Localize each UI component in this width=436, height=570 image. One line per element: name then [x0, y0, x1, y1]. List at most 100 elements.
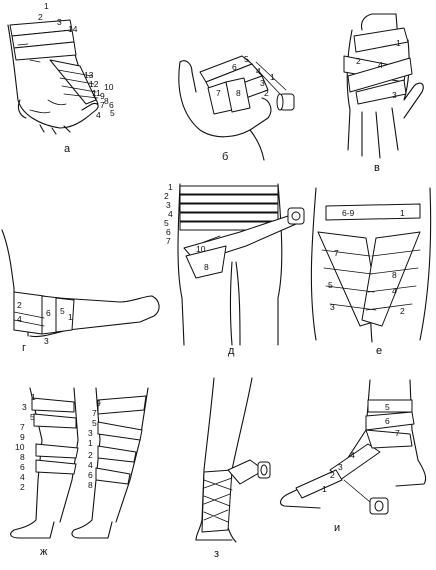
turn-label: 4: [256, 66, 261, 76]
turn-label: 14: [68, 24, 78, 34]
bandage-turns: [343, 27, 413, 105]
turn-label: 2: [20, 482, 25, 492]
turn-label: 4: [96, 110, 101, 120]
bandage-turns: [31, 395, 147, 485]
turn-label: 2: [17, 300, 22, 310]
panel-a-labels: 1 2 3 14 13 12 11 10 9 8 7 6 5 4: [38, 1, 115, 120]
turn-label: 4: [392, 286, 397, 296]
turn-label: 7: [334, 248, 339, 258]
turn-label: 5: [328, 280, 333, 290]
panel-zh-labels: 1 3 5 7 9 10 8 6 4 2 9 7 5 3 1 2 4 6 8: [15, 392, 101, 492]
turn-label: 2: [38, 12, 43, 22]
panel-i: 5 6 7 4 3 2 1 и: [279, 379, 427, 534]
turn-label: 4: [168, 209, 173, 219]
turn-label: 1: [400, 208, 405, 218]
panel-b: 6 5 4 3 2 1 7 8 б: [178, 54, 295, 163]
turn-label: 2: [88, 450, 93, 460]
turn-label: 5: [164, 218, 169, 228]
turn-label: 10: [196, 244, 206, 254]
turn-label: 11: [92, 88, 101, 98]
turn-label: 2: [356, 56, 361, 66]
turn-label: 6: [232, 62, 237, 72]
panel-caption: г: [22, 342, 26, 354]
turn-label: 6-9: [342, 208, 355, 218]
turn-label: 7: [100, 100, 105, 110]
turn-label: 4: [378, 60, 383, 70]
panel-e-labels: 6-9 1 7 5 3 8 4 2: [328, 208, 405, 316]
panel-caption: д: [228, 345, 235, 357]
panel-caption: е: [376, 345, 382, 357]
panel-d-labels: 1 2 3 4 5 6 7 10 8: [164, 182, 209, 272]
turn-label: 9: [100, 91, 105, 101]
turn-label: 4: [20, 472, 25, 482]
bandage-roll: [343, 479, 389, 515]
turn-label: 7: [216, 88, 221, 98]
turn-label: 3: [88, 428, 93, 438]
turn-label: 1: [31, 392, 36, 402]
turn-label: 1: [396, 38, 401, 48]
bandage-turns: [9, 19, 99, 105]
turn-label: 8: [104, 96, 109, 106]
bandage-turns: [295, 399, 415, 499]
panel-v-labels: 1 2 4 3: [356, 38, 401, 100]
turn-label: 3: [260, 78, 265, 88]
panel-zh: 1 3 5 7 9 10 8 6 4 2 9 7 5 3 1 2 4 6 8 ж: [10, 387, 149, 558]
turn-label: 8: [20, 452, 25, 462]
turn-label: 2: [330, 470, 335, 480]
turn-label: 6: [88, 470, 93, 480]
panel-i-labels: 5 6 7 4 3 2 1: [322, 402, 400, 494]
turn-label: 4: [17, 314, 22, 324]
turn-label: 3: [392, 90, 397, 100]
turn-label: 3: [44, 336, 49, 346]
turn-label: 1: [322, 484, 327, 494]
panel-a: 1 2 3 14 13 12 11 10 9 8 7 6 5 4 а: [7, 1, 115, 155]
turn-label: 10: [15, 442, 25, 452]
turn-label: 7: [92, 408, 97, 418]
turn-label: 4: [88, 460, 93, 470]
torso-outline: [177, 183, 283, 346]
bandage-roll: [287, 207, 305, 225]
turn-label: 8: [204, 262, 209, 272]
turn-label: 3: [338, 462, 343, 472]
turn-label: 2: [400, 306, 405, 316]
panel-caption: в: [374, 162, 380, 174]
panel-caption: з: [214, 548, 219, 560]
panel-caption: б: [222, 151, 228, 163]
turn-label: 1: [168, 182, 173, 192]
bandage-turns: [201, 459, 265, 533]
hand-outline: [178, 60, 272, 161]
panel-b-labels: 6 5 4 3 2 1 7 8: [216, 54, 275, 98]
panel-e: 6-9 1 7 5 3 8 4 2 е: [310, 187, 432, 357]
turn-label: 3: [330, 302, 335, 312]
turn-label: 5: [30, 412, 35, 422]
turn-label: 5: [244, 54, 249, 64]
turn-label: 5: [60, 306, 65, 316]
turn-label: 12: [89, 79, 99, 89]
turn-label: 7: [395, 428, 400, 438]
bandage-roll: [276, 93, 295, 111]
bandage-turns: [13, 291, 75, 335]
turn-label: 6: [166, 227, 171, 237]
bandage-roll: [257, 461, 271, 479]
panel-z: з: [195, 377, 271, 560]
panel-caption: и: [334, 522, 340, 534]
turn-label: 1: [68, 312, 73, 322]
panel-caption: ж: [40, 546, 48, 558]
turn-label: 6: [20, 462, 25, 472]
panel-g-labels: 2 4 6 5 1 3: [17, 300, 73, 346]
turn-label: 7: [166, 236, 171, 246]
turn-label: 1: [44, 1, 49, 11]
turn-label: 5: [92, 418, 97, 428]
turn-label: 5: [385, 402, 390, 412]
bandage-turns: [317, 203, 421, 327]
turn-label: 9: [20, 432, 25, 442]
turn-label: 13: [84, 70, 94, 80]
bandage-turns: [179, 185, 297, 279]
turn-label: 6: [46, 308, 51, 318]
turn-label: 8: [236, 88, 241, 98]
turn-label: 1: [270, 72, 275, 82]
panel-caption: а: [64, 143, 71, 155]
turn-label: 10: [104, 82, 114, 92]
turn-label: 3: [22, 402, 27, 412]
